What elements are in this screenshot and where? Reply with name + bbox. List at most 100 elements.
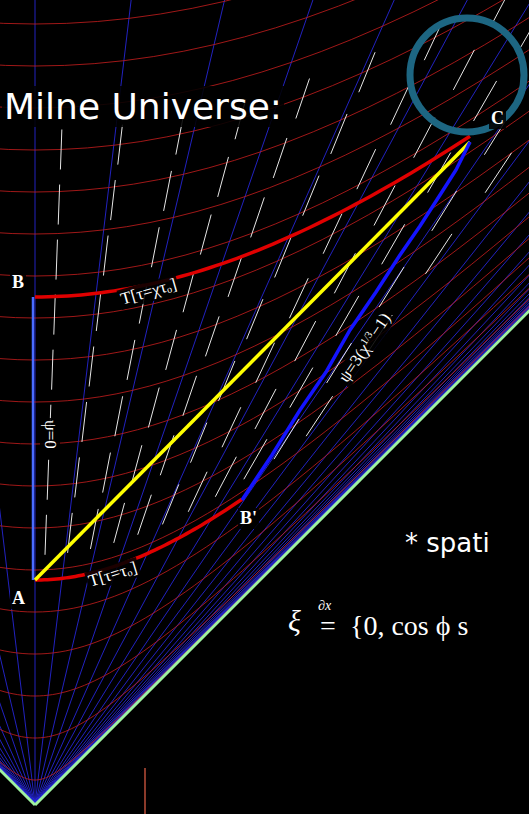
worldline-tick <box>127 340 135 380</box>
proper-time-line <box>0 0 529 444</box>
worldline-tick <box>103 236 108 276</box>
worldline-tick <box>519 9 529 49</box>
formula-text: {0, cos ϕ s <box>348 610 470 642</box>
worldline-tick <box>45 515 46 555</box>
worldline-tick <box>162 484 178 524</box>
hyperbola-chi-tau0 <box>35 136 470 297</box>
worldline-tick <box>295 321 316 361</box>
worldline-tick <box>296 79 310 119</box>
worldline-tick <box>138 495 152 535</box>
curve-label: T[τ=χτₒ] <box>116 274 181 310</box>
worldline-tick <box>290 368 313 408</box>
formula-symbol: = <box>318 610 338 642</box>
panel-title: Milne Universe: <box>2 86 284 127</box>
worldline-tick <box>52 350 53 390</box>
point-label: A <box>12 588 25 608</box>
proper-time-line <box>0 0 529 738</box>
point-label: B' <box>240 508 257 528</box>
curve-label: T[τ=χτₒ] <box>118 274 178 308</box>
main-curves <box>35 136 470 580</box>
note-panel <box>395 526 529 566</box>
worldline-tick <box>90 509 98 549</box>
worldline-tick <box>255 389 276 429</box>
curve-label: ψ=0 <box>41 420 60 449</box>
worldline-tick <box>336 296 359 336</box>
worldline-tick <box>222 407 241 447</box>
worldline-tick <box>247 299 263 339</box>
worldline-tick <box>215 457 236 497</box>
proper-time-line <box>0 0 529 486</box>
formula-symbol: ξ <box>286 604 303 638</box>
proper-time-line <box>0 0 529 528</box>
worldline-tick <box>54 295 55 335</box>
formula-text: {0, cos ϕ s <box>350 610 468 641</box>
worldline-tick <box>273 138 287 178</box>
worldline-tick <box>111 180 116 220</box>
curve-label: ψ=0 <box>40 418 60 451</box>
curve-label: T[τ=τₒ] <box>86 558 139 591</box>
worldline-tick <box>306 396 332 436</box>
worldline-tick <box>118 125 123 165</box>
worldline-tick <box>183 272 194 312</box>
worldline-tick <box>379 267 404 307</box>
worldline-tick <box>96 291 101 331</box>
proper-time-line <box>0 0 529 276</box>
formula-panel <box>280 588 529 684</box>
worldline-tick <box>89 346 94 386</box>
worldline-tick <box>493 0 514 22</box>
tick-mark <box>144 768 146 814</box>
worldline-tick <box>425 234 451 274</box>
worldline-tick <box>331 114 347 154</box>
blue-curve <box>242 142 470 500</box>
note-text: * spati <box>405 528 490 558</box>
worldline-psi0 <box>32 297 35 580</box>
worldline-tick <box>47 460 48 500</box>
worldline-tick <box>166 330 177 370</box>
proper-time-line <box>0 0 529 402</box>
worldline-tick <box>453 50 474 90</box>
worldline-tick <box>485 153 511 193</box>
worldline-tick <box>151 227 159 267</box>
formula-symbol: = <box>320 610 336 641</box>
point-label: B <box>10 272 26 293</box>
highlight-circle <box>410 18 524 132</box>
point-label: B <box>12 272 24 292</box>
worldline-tick <box>303 176 319 216</box>
worldline-tick <box>200 215 211 255</box>
worldline-tick <box>274 419 299 459</box>
proper-time-line <box>0 0 529 318</box>
point-label: C <box>489 108 506 129</box>
worldline-tick <box>357 149 376 189</box>
worldline-tick <box>382 224 405 264</box>
worldline-tick <box>191 423 207 463</box>
worldline-tick <box>114 503 125 543</box>
note-text: * spati <box>403 528 492 558</box>
worldline-tick <box>391 85 410 125</box>
worldline-tick <box>58 185 59 225</box>
worldline-tick <box>148 388 159 428</box>
point-label: B' <box>238 508 259 529</box>
proper-time-line <box>0 0 529 66</box>
formula-symbol: ξ <box>288 604 301 637</box>
curve-label: ψ=3(χ1/3−1) <box>333 308 396 388</box>
worldline-tick <box>60 129 61 169</box>
worldline-tick <box>205 316 219 356</box>
worldline-tick <box>218 157 229 197</box>
worldline-tick <box>103 453 111 493</box>
worldline-tick <box>244 439 267 479</box>
point-label: C <box>491 108 504 128</box>
proper-time-line <box>0 0 529 654</box>
point-label: A <box>10 588 27 609</box>
worldline-tick <box>188 472 207 512</box>
worldline-ticks <box>45 0 529 555</box>
proper-time-line <box>0 498 329 780</box>
geodesic-line <box>35 142 470 580</box>
proper-time-line <box>0 0 529 570</box>
worldline-tick <box>432 191 457 231</box>
worldline-tick <box>228 257 242 297</box>
worldline-tick <box>183 376 197 416</box>
worldline-tick <box>251 197 265 237</box>
